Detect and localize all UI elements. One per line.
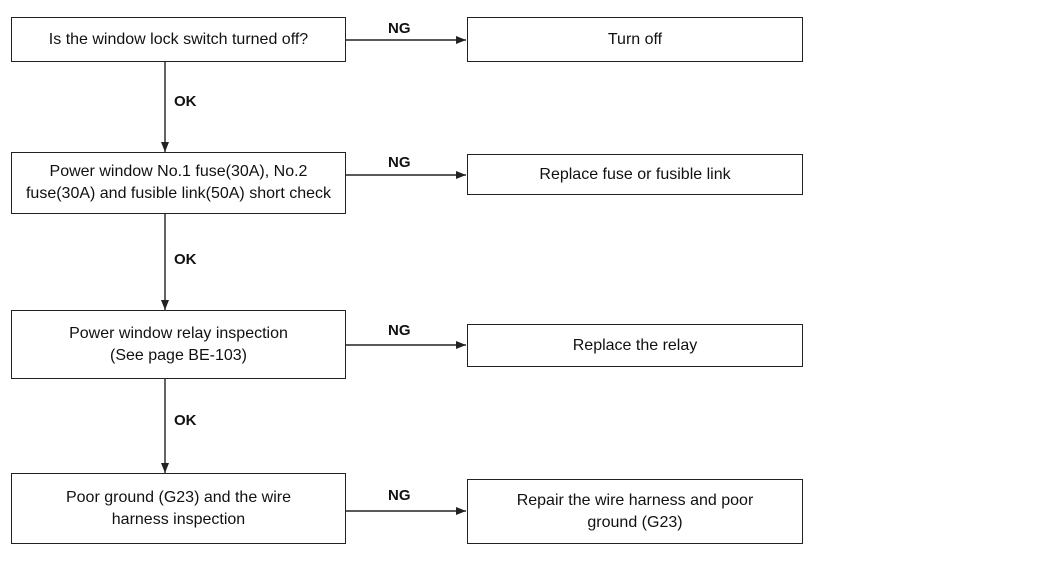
ng-label-4: NG — [388, 487, 411, 504]
action-box-1: Turn off — [467, 17, 803, 62]
action-box-4: Repair the wire harness and poor ground … — [467, 479, 803, 544]
check-box-1: Is the window lock switch turned off? — [11, 17, 346, 62]
check-box-2: Power window No.1 fuse(30A), No.2 fuse(3… — [11, 152, 346, 214]
check-box-4: Poor ground (G23) and the wire harness i… — [11, 473, 346, 544]
check-box-3: Power window relay inspection (See page … — [11, 310, 346, 379]
ng-label-1: NG — [388, 20, 411, 37]
ng-label-2: NG — [388, 154, 411, 171]
action-box-3: Replace the relay — [467, 324, 803, 367]
action-box-2: Replace fuse or fusible link — [467, 154, 803, 195]
ok-label-1: OK — [174, 93, 197, 110]
ok-label-2: OK — [174, 251, 197, 268]
ng-label-3: NG — [388, 322, 411, 339]
ok-label-3: OK — [174, 412, 197, 429]
